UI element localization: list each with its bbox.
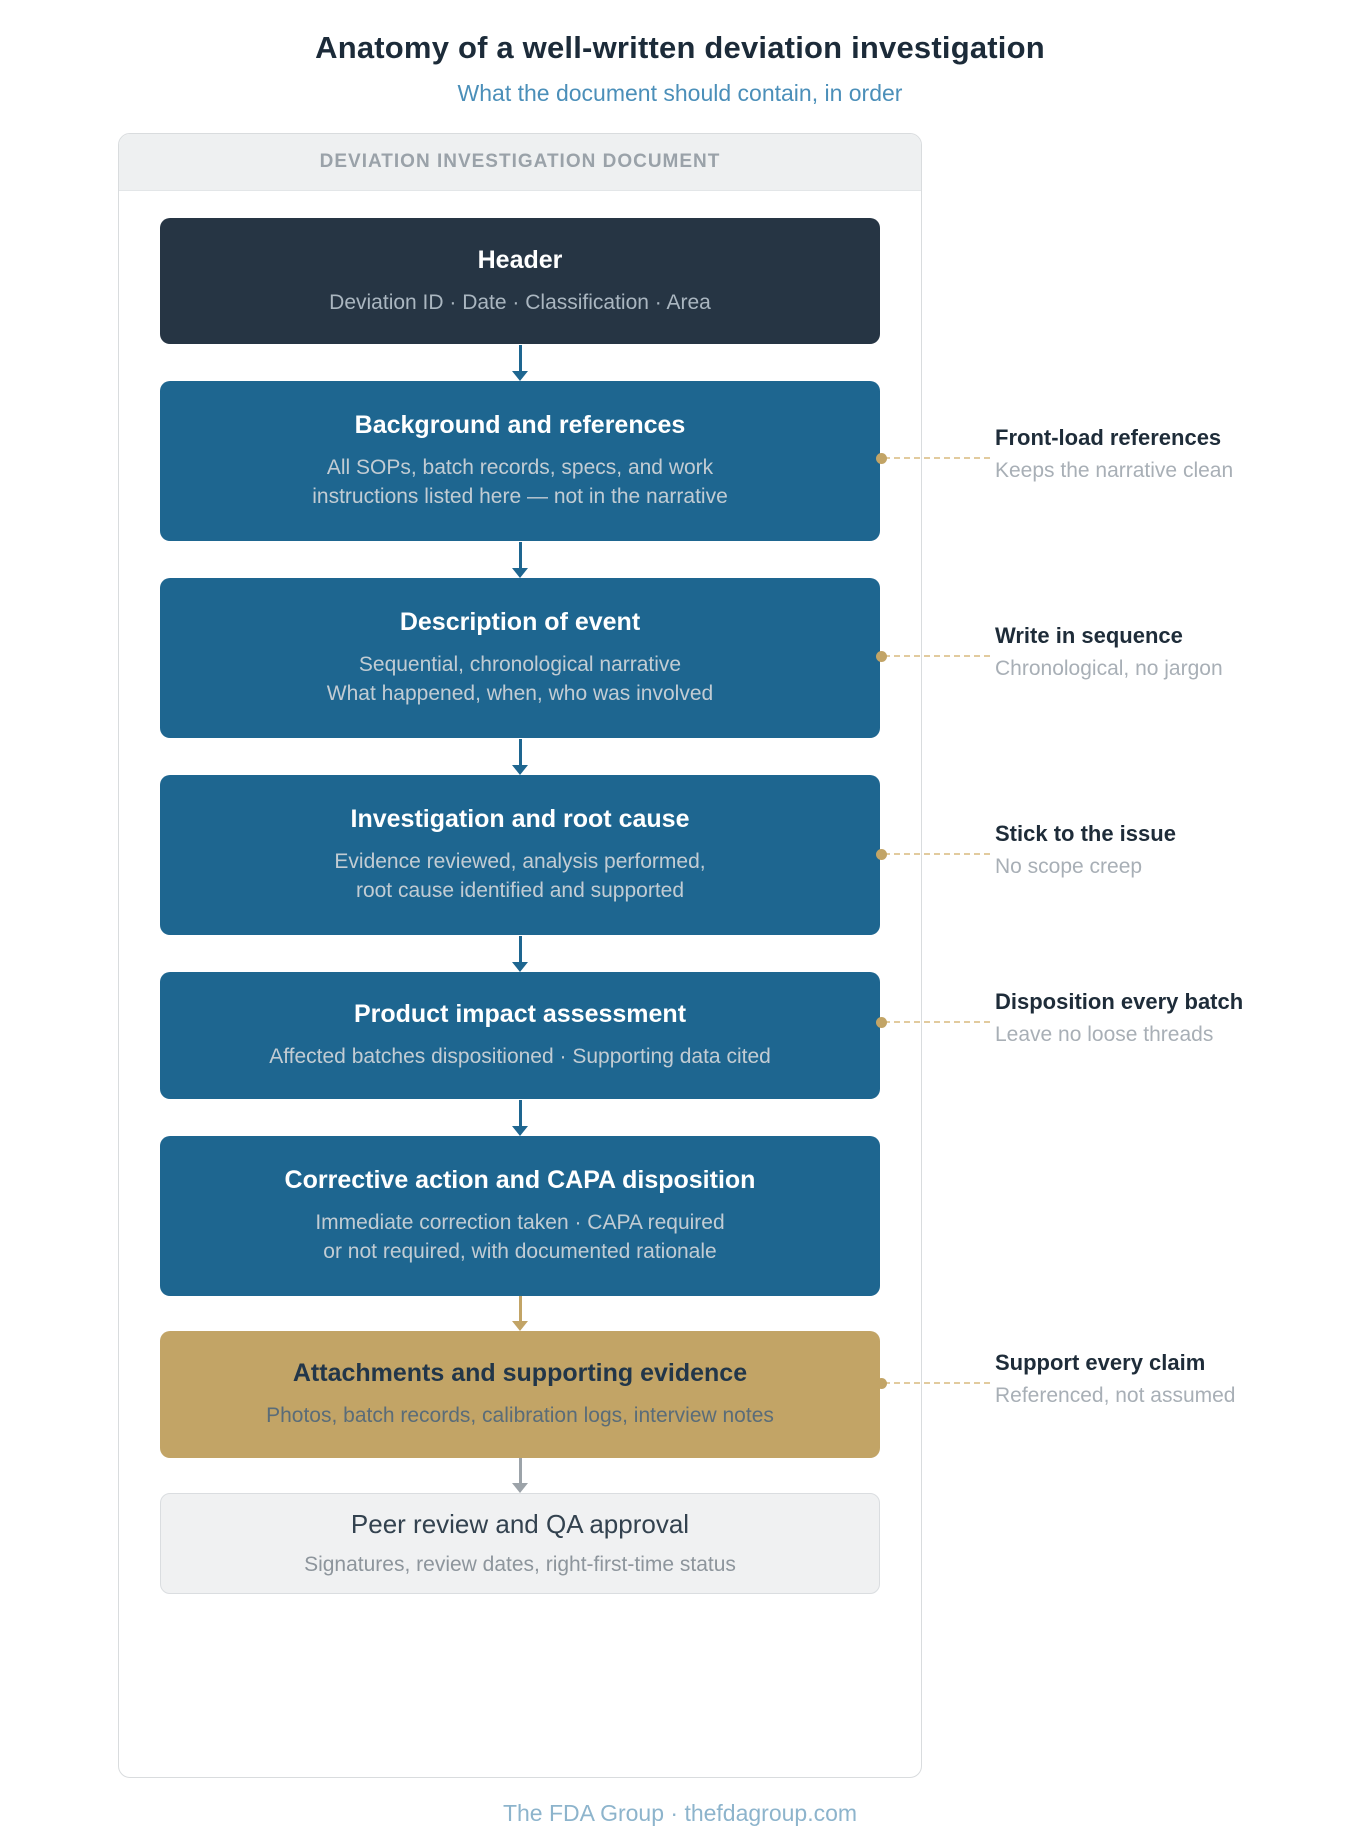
arrow-stem [518,1458,522,1483]
annotation-title: Stick to the issue [995,821,1176,846]
annotation-title: Disposition every batch [995,989,1244,1014]
annotation-support-every-claim: Support every claim Referenced, not assu… [995,1346,1325,1412]
annotation-title: Support every claim [995,1350,1206,1375]
section-body-line: Immediate correction taken · CAPA requir… [315,1211,725,1234]
arrow-head [512,370,528,381]
flow-arrow-down-icon [160,541,880,578]
flow-arrow-down-icon [160,1458,880,1493]
arrow-stem [518,935,522,962]
flow-arrow-down-icon [160,1099,880,1136]
section-title: Product impact assessment [353,1000,687,1028]
section-body-line: Affected batches dispositioned · Support… [269,1045,771,1068]
section-title: Corrective action and CAPA disposition [284,1166,756,1194]
annotation-connector-line [876,453,990,464]
section-title: Description of event [399,608,641,636]
arrow-head [512,1321,528,1331]
arrow-stem [518,1296,522,1321]
section-body-line: Sequential, chronological narrative [358,653,682,676]
arrow-stem [518,738,522,765]
annotation-title: Front-load references [995,425,1222,450]
annotation-disposition-every-batch: Disposition every batch Leave no loose t… [995,985,1325,1051]
section-body-line: instructions listed here — not in the na… [312,485,728,508]
section-body-line: root cause identified and supported [355,879,685,902]
deviation-document-panel: DEVIATION INVESTIGATION DOCUMENT Header … [118,133,922,1778]
annotation-note: No scope creep [995,855,1143,878]
section-background-references: Background and references All SOPs, batc… [160,381,880,541]
arrow-head [512,764,528,775]
annotation-write-in-sequence: Write in sequence Chronological, no jarg… [995,619,1325,685]
section-investigation-root-cause: Investigation and root cause Evidence re… [160,775,880,935]
section-body-line: What happened, when, who was involved [326,682,714,705]
connector-dot-icon [876,453,887,464]
section-header: Header Deviation ID · Date · Classificat… [160,218,880,344]
annotation-note: Referenced, not assumed [995,1384,1236,1407]
section-peer-review-qa: Peer review and QA approval Signatures, … [160,1493,880,1594]
document-sections: Header Deviation ID · Date · Classificat… [119,191,921,1594]
connector-dot-icon [876,1017,887,1028]
page-title: Anatomy of a well-written deviation inve… [315,30,1045,65]
annotation-note: Leave no loose threads [995,1023,1214,1046]
arrow-stem [518,344,522,371]
section-body-line: or not required, with documented rationa… [323,1240,717,1263]
connector-dot-icon [876,849,887,860]
section-body-line: Evidence reviewed, analysis performed, [334,850,706,873]
section-title: Investigation and root cause [350,805,690,833]
annotation-connector-line [876,1017,990,1028]
document-panel-header: DEVIATION INVESTIGATION DOCUMENT [119,134,921,191]
section-body-line: All SOPs, batch records, specs, and work [326,456,714,479]
flow-arrow-down-icon [160,935,880,972]
section-attachments-evidence: Attachments and supporting evidence Phot… [160,1331,880,1458]
arrow-head [512,567,528,578]
annotation-stick-to-the-issue: Stick to the issue No scope creep [995,817,1325,883]
arrow-head [512,961,528,972]
section-title: Attachments and supporting evidence [292,1359,748,1387]
flow-arrow-down-icon [160,738,880,775]
section-body-line: Signatures, review dates, right-first-ti… [304,1552,736,1576]
connector-dot-icon [876,1378,887,1389]
section-corrective-action-capa: Corrective action and CAPA disposition I… [160,1136,880,1296]
footer-brand: The FDA Group · thefdagroup.com [502,1800,858,1826]
section-body-line: Deviation ID · Date · Classification · A… [329,290,711,314]
annotation-note: Chronological, no jargon [995,657,1223,680]
arrow-head [512,1483,528,1493]
document-panel-label: DEVIATION INVESTIGATION DOCUMENT [319,151,721,172]
flow-arrow-down-icon [160,344,880,381]
section-body-line: Photos, batch records, calibration logs,… [266,1404,774,1427]
connector-dot-icon [876,651,887,662]
annotation-connector-line [876,651,990,662]
arrow-head [512,1125,528,1136]
section-title: Header [477,245,563,274]
arrow-stem [518,541,522,568]
section-description-of-event: Description of event Sequential, chronol… [160,578,880,738]
annotation-front-load-references: Front-load references Keeps the narrativ… [995,421,1325,487]
section-product-impact: Product impact assessment Affected batch… [160,972,880,1099]
page-subtitle: What the document should contain, in ord… [457,80,903,106]
annotation-title: Write in sequence [995,623,1183,648]
section-title: Background and references [354,411,686,439]
section-title: Peer review and QA approval [350,1508,690,1539]
annotation-note: Keeps the narrative clean [995,459,1234,482]
flow-arrow-down-icon [160,1296,880,1331]
annotation-connector-line [876,1378,990,1389]
arrow-stem [518,1099,522,1126]
annotation-connector-line [876,849,990,860]
